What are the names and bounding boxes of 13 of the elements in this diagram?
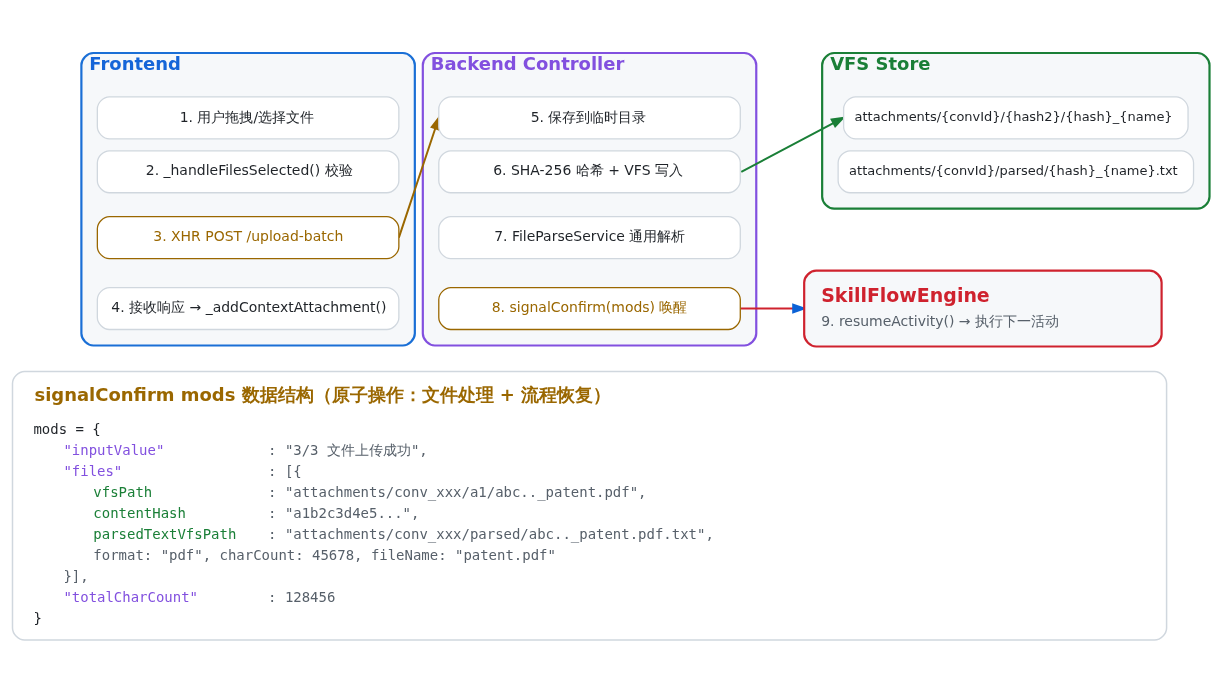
node-box: 4. 接收响应 → _addContextAttachment() [96, 286, 400, 331]
node-box: 7. FileParseService 通用解析 [438, 216, 741, 260]
node-box: 6. SHA-256 哈希 + VFS 写入 [438, 150, 741, 194]
node-box: 3. XHR POST /upload-batch [96, 216, 400, 260]
node-box: 2. _handleFilesSelected() 校验 [96, 150, 400, 194]
node-box: 5. 保存到临时目录 [438, 96, 741, 140]
arrow [740, 116, 846, 173]
node-box: 8. signalConfirm(mods) 唤醒 [438, 286, 741, 331]
node-box: 1. 用户拖拽/选择文件 [96, 96, 400, 140]
node-box: attachments/{convId}/parsed/{hash}_{name}.txt [837, 150, 1195, 194]
node-box: attachments/{convId}/{hash2}/{hash}_{name} [842, 96, 1189, 140]
node-box: signalConfirm mods 数据结构（原子操作：文件处理 + 流程恢复） mods = { "inputValue" : "3/3 文件上传成功", "files" : [{ vfsPath : "attachments/conv_xxx/a1/abc.._patent.pdf", contentHash : "a1b2c3d4e5...", parsedTextVfsPath : "attachments/conv_xxx/parsed/abc.._patent.pdf.txt", format: "pdf", charCount: 45678, fileName: "patent.pdf" }], "totalCharCount" : 128456 } [11, 370, 1168, 641]
node-box: SkillFlowEngine 9. resumeActivity() → 执行下一活动 [803, 269, 1163, 348]
